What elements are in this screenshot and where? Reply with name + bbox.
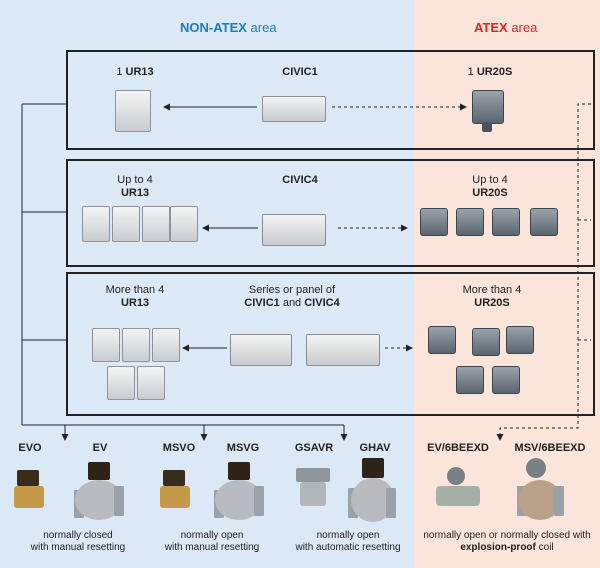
- evo-label: EVO: [18, 442, 42, 454]
- row3-civic-intro: Series or panel of: [248, 284, 336, 296]
- non-atex-header: NON-ATEX area: [180, 20, 330, 35]
- ur20s-detector-icon: [456, 208, 484, 236]
- ur20s-detector-icon: [472, 90, 504, 124]
- caption4-line1: normally open or normally closed with: [423, 530, 591, 541]
- ur20s-detector-icon: [492, 366, 520, 394]
- non-atex-title: NON-ATEX: [180, 20, 247, 35]
- caption2-line1: normally open: [180, 530, 244, 541]
- ur20s-detector-icon: [420, 208, 448, 236]
- caption4-bold: explosion-proof: [460, 542, 536, 553]
- row1-ur13-name: UR13: [125, 66, 154, 78]
- caption1-line2: with manual resetting: [30, 542, 126, 553]
- row3-civic-and: and: [279, 297, 305, 309]
- row2-ur13-name: UR13: [120, 187, 150, 199]
- msvg-valve-icon: [214, 462, 264, 520]
- row-3-box: [66, 272, 595, 416]
- ur13-detector-icon: [152, 328, 180, 362]
- ur20s-detector-icon: [492, 208, 520, 236]
- non-atex-area: [0, 0, 414, 568]
- ur20s-detector-icon: [530, 208, 558, 236]
- civic4-controller-icon: [262, 214, 326, 246]
- ur20s-detector-icon: [472, 328, 500, 356]
- ev-label: EV: [92, 442, 108, 454]
- caption3-line1: normally open: [316, 530, 380, 541]
- ur13-detector-icon: [82, 206, 110, 242]
- row3-civic-b: CIVIC4: [304, 297, 340, 309]
- row2-ur13-count: Up to 4: [117, 174, 153, 186]
- row2-ur20s-count: Up to 4: [472, 174, 508, 186]
- msvg-label: MSVG: [226, 442, 260, 454]
- caption4-line2: explosion-proof coil: [414, 542, 600, 554]
- ur13-detector-icon: [122, 328, 150, 362]
- ev6beexd-valve-icon: [436, 467, 480, 506]
- non-atex-suffix: area: [246, 20, 277, 35]
- ur13-detector-icon: [142, 206, 170, 242]
- ur13-detector-icon: [115, 90, 151, 132]
- row2-ur20s-name: UR20S: [472, 187, 508, 199]
- caption2-line2: with manual resetting: [164, 542, 260, 553]
- civic4-controller-icon: [306, 334, 380, 366]
- row-1-box: [66, 50, 595, 150]
- row3-ur13-count: More than 4: [105, 284, 165, 296]
- ev-valve-icon: [74, 462, 124, 520]
- row3-ur20s-count: More than 4: [462, 284, 522, 296]
- ev6beexd-label: EV/6BEEXD: [427, 442, 489, 454]
- civic1-controller-icon: [262, 96, 326, 122]
- atex-suffix: area: [507, 20, 538, 35]
- ur20s-detector-icon: [456, 366, 484, 394]
- row1-ur13-prefix: 1: [116, 66, 126, 78]
- ur13-detector-icon: [112, 206, 140, 242]
- caption3-line2: with automatic resetting: [295, 542, 401, 553]
- atex-area: [414, 0, 600, 568]
- ur13-detector-icon: [137, 366, 165, 400]
- row1-ur20s-label: 1 UR20S: [455, 66, 525, 79]
- row1-ur13-label: 1 UR13: [105, 66, 165, 79]
- ghav-valve-icon: [348, 458, 396, 522]
- row-2-box: [66, 159, 595, 267]
- msvo-label: MSVO: [162, 442, 196, 454]
- atex-header: ATEX area: [474, 20, 574, 35]
- ghav-label: GHAV: [359, 442, 391, 454]
- msvo-valve-icon: [160, 470, 190, 508]
- caption1-line1: normally closed: [43, 530, 113, 541]
- msv6beexd-label: MSV/6BEEXD: [514, 442, 586, 454]
- row1-ur20s-prefix: 1: [467, 66, 477, 78]
- row3-ur13-name: UR13: [120, 297, 150, 309]
- ur13-detector-icon: [170, 206, 198, 242]
- row3-civic-a: CIVIC1: [244, 297, 280, 309]
- atex-title: ATEX: [474, 20, 508, 35]
- ur13-detector-icon: [107, 366, 135, 400]
- gsavr-valve-icon: [296, 468, 330, 506]
- civic1-controller-icon: [230, 334, 292, 366]
- ur20s-sensor-head-icon: [482, 122, 492, 132]
- gsavr-label: GSAVR: [294, 442, 334, 454]
- ur20s-detector-icon: [506, 326, 534, 354]
- row1-ur20s-name: UR20S: [476, 66, 513, 78]
- ur20s-detector-icon: [428, 326, 456, 354]
- ur13-detector-icon: [92, 328, 120, 362]
- row1-civic-label: CIVIC1: [282, 66, 318, 78]
- caption4-tail: coil: [535, 542, 554, 553]
- evo-valve-icon: [14, 470, 44, 508]
- row2-civic-label: CIVIC4: [282, 174, 318, 186]
- row3-ur20s-name: UR20S: [474, 297, 510, 309]
- msv6beexd-valve-icon: [517, 458, 564, 520]
